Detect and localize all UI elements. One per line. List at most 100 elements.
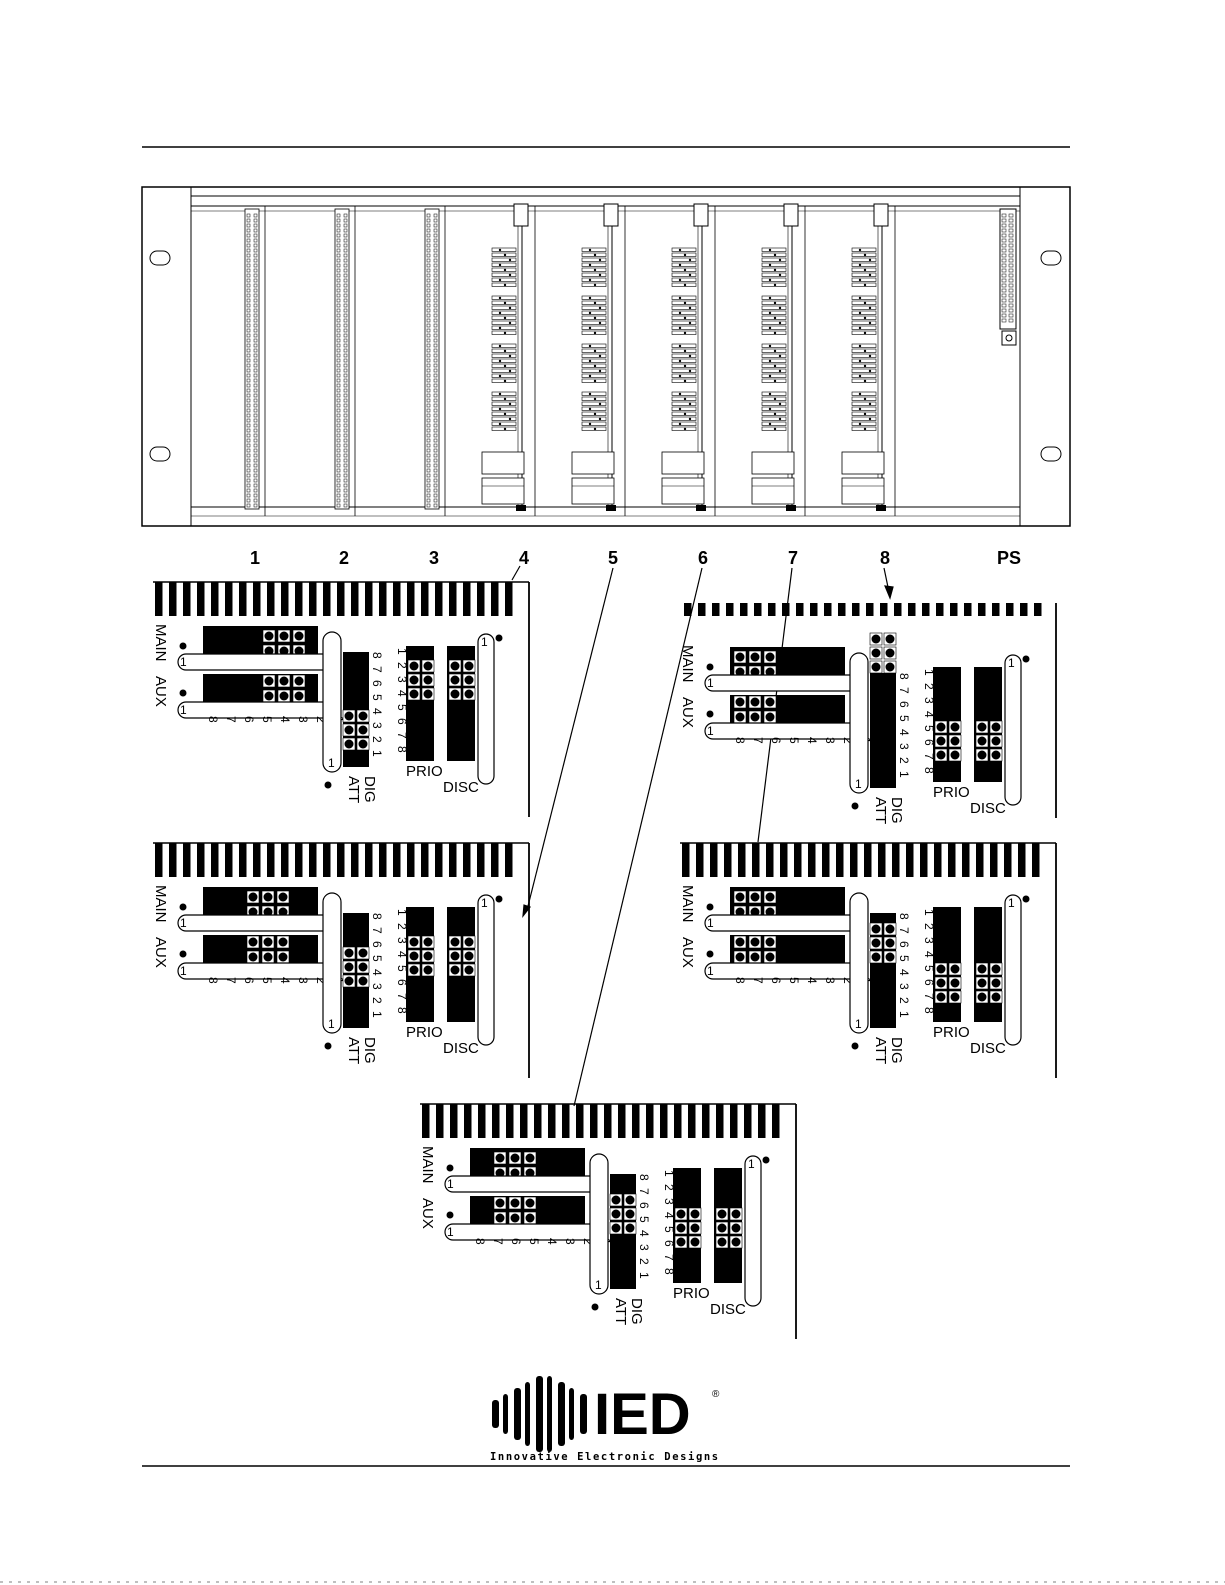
slot-label-6: 6 — [698, 548, 708, 568]
svg-text:1: 1 — [707, 964, 714, 978]
aux-digit: 7 — [224, 977, 238, 984]
slot-label-5: 5 — [608, 548, 618, 568]
prio-digit: 4 — [395, 951, 409, 958]
prio-digit: 7 — [395, 732, 409, 739]
main-dip-switch — [177, 653, 334, 671]
main-dip-switch — [704, 914, 861, 932]
slot-label-1: 1 — [250, 548, 260, 568]
edge-connector — [424, 208, 440, 510]
dig-digit: 6 — [370, 941, 384, 948]
prio-digit: 5 — [395, 704, 409, 711]
dig-digit: 2 — [370, 736, 384, 743]
prio-digit: 8 — [395, 1007, 409, 1014]
aux-digit: 2 — [581, 1238, 595, 1245]
dig-digit: 7 — [370, 666, 384, 673]
svg-text:1: 1 — [447, 1177, 454, 1191]
dig-digit: 2 — [897, 997, 911, 1004]
aux-digit: 3 — [296, 716, 310, 723]
dig-label: DIG — [888, 797, 905, 824]
mount-hole — [1040, 250, 1062, 266]
aux-digit: 3 — [563, 1238, 577, 1245]
dig-digit: 3 — [897, 743, 911, 750]
aux-digit: 4 — [805, 737, 819, 744]
prio-digit: 8 — [662, 1268, 676, 1275]
dig-label: DIG — [361, 1037, 378, 1064]
att-label: ATT — [612, 1298, 629, 1325]
prio-label: PRIO — [406, 1024, 443, 1041]
prio-digit: 1 — [922, 909, 936, 916]
power-supply-connector — [999, 208, 1017, 346]
prio-digit: 6 — [922, 739, 936, 746]
prio-digit: 2 — [922, 683, 936, 690]
prio-digit: 3 — [395, 676, 409, 683]
aux-digit: 7 — [751, 737, 765, 744]
prio-digit: 7 — [922, 993, 936, 1000]
prio-digit: 1 — [395, 648, 409, 655]
prio-digit: 1 — [395, 909, 409, 916]
main-label: MAIN — [679, 885, 696, 923]
disc-label: DISC — [970, 1040, 1006, 1057]
dig-digit: 3 — [897, 983, 911, 990]
aux-digit: 5 — [260, 716, 274, 723]
card-detail-slot-8: 1MAIN1AUX87654321187654321DIGATT12345678… — [679, 603, 1057, 824]
dig-digit: 8 — [637, 1174, 651, 1181]
edge-connector-fingers — [682, 843, 1040, 877]
prio-digit: 3 — [922, 937, 936, 944]
aux-digit: 4 — [278, 977, 292, 984]
aux-digit: 5 — [260, 977, 274, 984]
card-detail-slot-5: 1MAIN1AUX87654321187654321DIGATT12345678… — [152, 842, 530, 1078]
slot-label-7: 7 — [788, 548, 798, 568]
aux-digit: 8 — [473, 1238, 487, 1245]
ied-logo: IED ® Innovative Electronic Designs — [490, 1376, 720, 1463]
installed-card — [481, 203, 529, 511]
slot-label-3: 3 — [429, 548, 439, 568]
dig-digit: 2 — [370, 997, 384, 1004]
prio-digit: 6 — [395, 718, 409, 725]
prio-digit: 2 — [395, 923, 409, 930]
aux-digit: 7 — [751, 977, 765, 984]
dig-digit: 5 — [370, 955, 384, 962]
dig-digit: 8 — [897, 913, 911, 920]
prio-digit: 3 — [395, 937, 409, 944]
dig-digit: 5 — [370, 694, 384, 701]
svg-text:1: 1 — [180, 964, 187, 978]
dig-digit: 1 — [897, 1011, 911, 1018]
aux-digit: 3 — [296, 977, 310, 984]
svg-text:1: 1 — [855, 1017, 862, 1031]
prio-digit: 6 — [395, 979, 409, 986]
leader-slot-6 — [573, 567, 703, 1107]
aux-switch-block — [203, 935, 318, 965]
prio-digit: 2 — [662, 1184, 676, 1191]
dig-digit: 3 — [637, 1244, 651, 1251]
att-label: ATT — [345, 1037, 362, 1064]
prio-digit: 3 — [662, 1198, 676, 1205]
dig-label: DIG — [888, 1037, 905, 1064]
mount-hole — [1040, 446, 1062, 462]
dig-label: DIG — [361, 776, 378, 803]
prio-digit: 2 — [922, 923, 936, 930]
dig-digit: 7 — [897, 687, 911, 694]
dig-digit: 8 — [897, 673, 911, 680]
svg-text:1: 1 — [481, 896, 488, 910]
dig-digit: 8 — [370, 652, 384, 659]
aux-digit: 6 — [769, 737, 783, 744]
disc-dip-switch — [744, 1155, 762, 1307]
slot-label-8: 8 — [880, 548, 890, 568]
prio-digit: 5 — [922, 965, 936, 972]
prio-digit: 5 — [662, 1226, 676, 1233]
prio-digit: 1 — [922, 669, 936, 676]
disc-dip-switch — [477, 894, 495, 1046]
aux-digit: 8 — [206, 977, 220, 984]
edge-connector-fingers — [422, 1104, 780, 1138]
svg-text:1: 1 — [1008, 656, 1015, 670]
aux-switch-block — [730, 695, 845, 725]
logo-bars-mark — [492, 1376, 587, 1452]
svg-text:1: 1 — [328, 756, 335, 770]
dig-digit: 2 — [637, 1258, 651, 1265]
edge-connector — [244, 208, 260, 510]
dig-digit: 4 — [637, 1230, 651, 1237]
svg-text:1: 1 — [447, 1225, 454, 1239]
disc-label: DISC — [970, 800, 1006, 817]
